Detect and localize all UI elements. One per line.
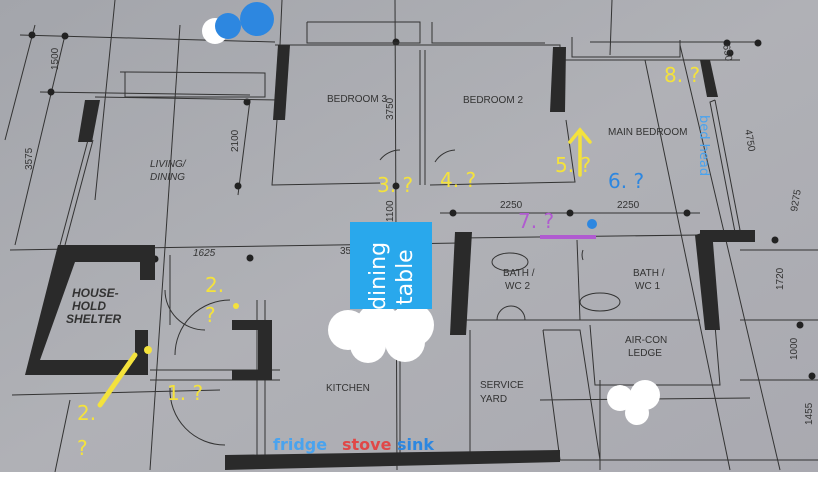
floor-plan: 1500 3575 2100 3750 1100 1625 35 2250 22… <box>0 0 818 472</box>
annotation-2-top-a: 2. <box>205 273 224 297</box>
dim-1455: 1455 <box>804 402 815 425</box>
annotation-7-dot <box>587 219 597 229</box>
dim-9275: 9275 <box>789 188 804 212</box>
annotation-1: 1. ? <box>167 381 203 405</box>
room-bath-2-2: WC 2 <box>505 281 530 292</box>
dining-table-label-2: table <box>393 249 418 305</box>
annotation-2-bottom-b: ? <box>77 436 88 460</box>
annotation-3: 3. ? <box>377 173 413 197</box>
annotation-2-top-b: ? <box>205 303 216 327</box>
room-service-yard-1: SERVICE <box>480 380 524 391</box>
dim-3575: 3575 <box>24 147 35 170</box>
dim-35: 35 <box>340 246 352 257</box>
annotation-5: 5. ? <box>555 153 591 177</box>
room-bath-2-1: BATH / <box>503 268 535 279</box>
annotation-4: 4. ? <box>440 168 476 192</box>
room-aircon-2: LEDGE <box>628 348 662 359</box>
arrow-up-icon <box>568 127 592 177</box>
dim-1000: 1000 <box>789 337 800 360</box>
annotation-2-bottom-a: 2. <box>77 401 96 425</box>
room-bedroom-3: BEDROOM 3 <box>327 94 387 105</box>
stove-label: stove <box>342 435 392 454</box>
dim-2250-left: 2250 <box>500 200 523 211</box>
cloud-sticker-yard <box>607 380 660 425</box>
annotation-dot <box>144 346 152 354</box>
dim-1720: 1720 <box>775 267 786 290</box>
bubble-stickers <box>202 2 274 44</box>
room-shelter-1: HOUSE- <box>72 286 119 300</box>
grid-lines <box>4 0 818 472</box>
room-main-bedroom: MAIN BEDROOM <box>608 127 687 138</box>
annotation-pointer-line <box>97 352 138 408</box>
room-living-dining-2: DINING <box>150 172 185 183</box>
dining-table-sticker <box>350 222 432 309</box>
room-bedroom-2: BEDROOM 2 <box>463 95 523 106</box>
dim-2100: 2100 <box>230 129 241 152</box>
room-bath-1-2: WC 1 <box>635 281 660 292</box>
annotation-6: 6. ? <box>608 169 644 193</box>
dim-650: 650 <box>720 44 734 63</box>
room-living-dining-1: LIVING/ <box>150 159 187 170</box>
room-shelter-3: SHELTER <box>66 312 121 326</box>
room-shelter-2: HOLD <box>72 299 106 313</box>
room-bath-1-1: BATH / <box>633 268 665 279</box>
room-service-yard-2: YARD <box>480 394 507 405</box>
room-kitchen: KITCHEN <box>326 383 370 394</box>
fridge-label: fridge <box>273 435 327 454</box>
room-aircon-1: AIR-CON <box>625 335 667 346</box>
cloud-sticker-kitchen <box>328 303 434 363</box>
dim-1625: 1625 <box>193 248 216 259</box>
sink-label: sink <box>397 435 434 454</box>
annotation-dot <box>233 303 239 309</box>
dim-1500: 1500 <box>50 47 61 70</box>
dim-4750: 4750 <box>742 129 757 153</box>
annotation-8: 8. ? <box>664 63 700 87</box>
dim-1100: 1100 <box>385 200 396 222</box>
annotation-7: 7. ? <box>518 209 554 233</box>
solid-walls <box>25 45 755 470</box>
dim-2250-right: 2250 <box>617 200 640 211</box>
dim-3750: 3750 <box>385 97 396 120</box>
bed-head-label: bed head <box>696 115 711 176</box>
dining-table-label-1: dining <box>366 242 391 310</box>
